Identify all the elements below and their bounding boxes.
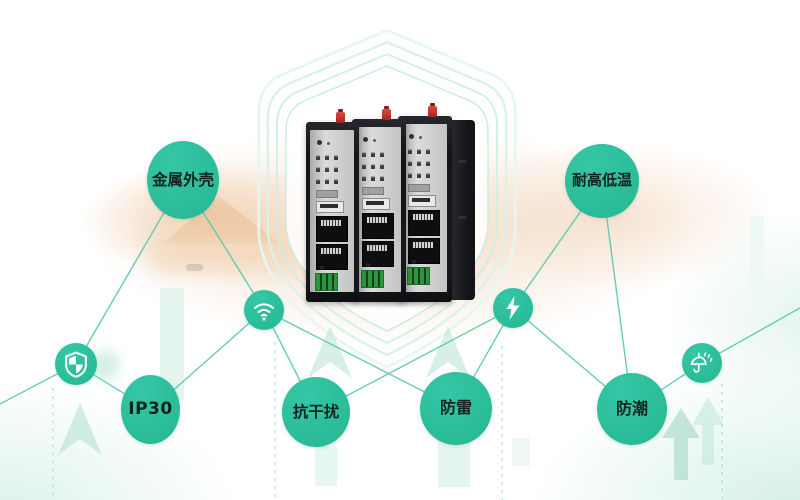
router-device-1 <box>306 109 359 302</box>
feature-label: 抗干扰 <box>292 402 340 421</box>
router-3-side-panel <box>450 120 475 300</box>
led-row <box>408 173 430 178</box>
front-panel <box>402 124 447 292</box>
led-row <box>316 155 338 160</box>
reset-button <box>319 264 325 270</box>
wifi-node <box>244 290 284 330</box>
feature-circle-high-low-temperature: 耐高低温 <box>565 144 639 218</box>
ethernet-port <box>316 216 348 242</box>
feature-circle-metal-shell: 金属外壳 <box>147 141 219 219</box>
reset-button <box>411 258 417 264</box>
lightning-node <box>493 288 533 328</box>
lightning-bolt-icon <box>506 296 520 320</box>
led-row <box>408 149 430 154</box>
router-device-2 <box>352 106 406 302</box>
power-led <box>317 140 322 145</box>
led-row <box>362 164 384 169</box>
umbrella-node <box>682 343 722 383</box>
power-led <box>363 137 368 142</box>
feature-label: 耐高低温 <box>571 171 632 190</box>
router-device-3 <box>398 103 452 302</box>
led-row <box>316 167 338 172</box>
front-panel <box>310 130 354 292</box>
wifi-icon <box>254 303 274 321</box>
dashed-lines <box>52 342 723 500</box>
antenna-connector <box>428 103 438 117</box>
led-row <box>362 176 384 181</box>
usb-port <box>408 195 436 207</box>
side-vent <box>458 216 466 219</box>
antenna-connector <box>382 106 392 120</box>
feature-circle-moisture-proof: 防潮 <box>597 373 667 445</box>
shield-node <box>55 343 97 385</box>
feature-circle-ip30: IP30 <box>121 375 180 444</box>
power-terminal <box>315 273 338 291</box>
feature-label: 防雷 <box>439 398 472 418</box>
led-row <box>362 152 384 157</box>
front-panel <box>356 127 401 292</box>
usb-port <box>362 198 390 210</box>
led-row <box>408 161 430 166</box>
led-row <box>316 179 338 184</box>
feature-circle-lightning-protection: 防雷 <box>420 372 492 445</box>
shield-checkered-icon <box>65 350 87 378</box>
antenna-connector <box>335 109 345 123</box>
ethernet-port <box>316 244 348 270</box>
power-terminal <box>407 267 430 285</box>
ethernet-port <box>408 210 440 236</box>
bar-decor <box>160 216 764 500</box>
power-led <box>409 134 414 139</box>
feature-label: 金属外壳 <box>151 170 214 189</box>
ethernet-port <box>362 213 394 239</box>
side-vent <box>458 160 466 163</box>
usb-port <box>316 201 344 213</box>
feature-label: IP30 <box>128 398 173 419</box>
feature-circle-anti-interference: 抗干扰 <box>282 377 350 447</box>
tiny-vehicle-shape <box>186 264 203 271</box>
ethernet-port <box>408 238 440 264</box>
background-roof-base <box>150 232 300 274</box>
sim-slot <box>408 184 430 192</box>
feature-label: 防潮 <box>615 398 648 418</box>
power-terminal <box>361 270 384 288</box>
sim-slot <box>316 190 338 198</box>
umbrella-rain-icon <box>690 352 713 373</box>
sim-slot <box>362 187 384 195</box>
reset-button <box>365 261 371 267</box>
up-arrows <box>58 326 724 480</box>
